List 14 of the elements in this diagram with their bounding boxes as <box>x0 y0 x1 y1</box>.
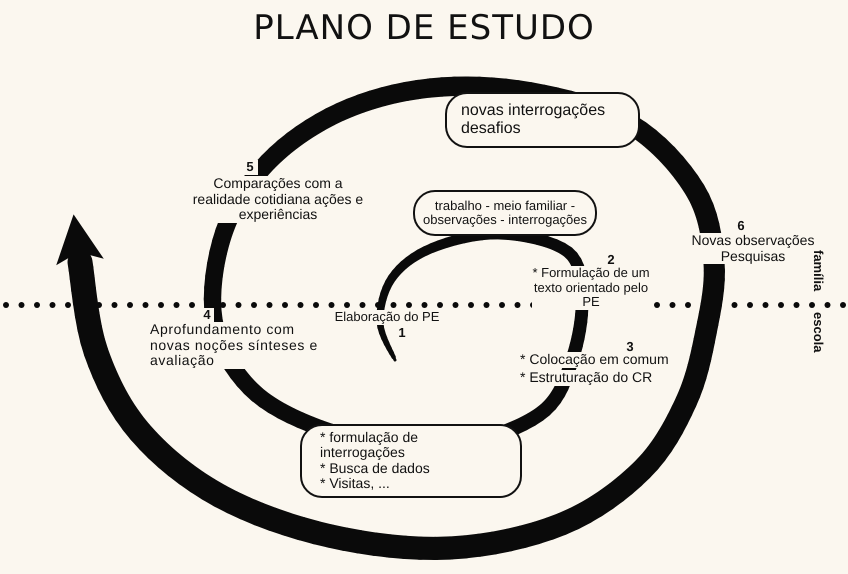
box-text: * Busca de dados <box>320 460 431 476</box>
step-text: * Formulação de um texto orientado pelo PE <box>532 266 650 310</box>
step-text: * Colocação em comum <box>520 352 670 368</box>
box-text: * formulação de interrogações <box>320 430 420 461</box>
box-text: * Visitas, ... <box>320 476 391 492</box>
side-label: escola <box>811 312 826 352</box>
rounded-text-box <box>413 190 597 236</box>
box-text: trabalho - meio familiar - observações - interrogações <box>422 198 588 228</box>
rounded-text-box <box>445 92 640 148</box>
rounded-text-box <box>300 424 522 498</box>
box-text: novas interrogações desafios <box>461 102 606 138</box>
step-text: Aprofundamento com novas noções sínteses e avaliação <box>150 322 318 370</box>
diagram-title: PLANO DE ESTUDO <box>252 8 596 48</box>
step-number: 5 <box>242 160 258 175</box>
